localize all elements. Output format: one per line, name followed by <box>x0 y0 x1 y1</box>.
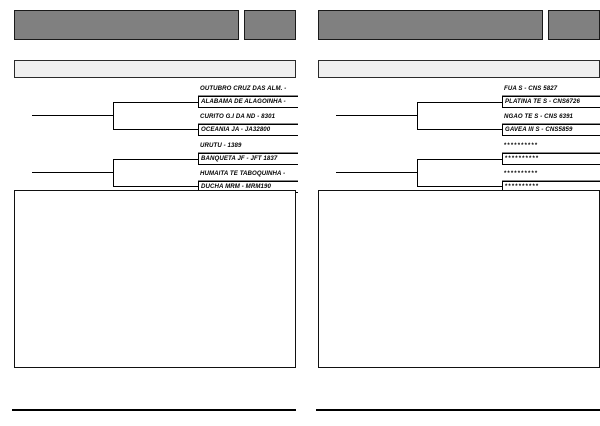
bracket-arm-top <box>417 102 503 104</box>
bracket-entry[interactable]: ********** <box>502 141 600 153</box>
bracket-group-2: ********** ********** ********** *******… <box>316 141 600 193</box>
bracket-entry[interactable]: HUMAITA TE TABOQUINHA - <box>198 169 298 181</box>
bracket-group-2: URUTU - 1389 BANQUETA JF - JFT 1837 HUMA… <box>12 141 298 193</box>
bracket-group-1: FUA S - CNS 5827 PLATINA TE S - CNS6726 … <box>316 84 600 136</box>
header-row <box>318 10 600 40</box>
bracket-entry[interactable]: URUTU - 1389 <box>198 141 298 153</box>
left-panel: OUTUBRO CRUZ DAS ALM. - ALABAMA DE ALAGO… <box>4 0 298 426</box>
bracket-entry[interactable]: NGAO TE S - CNS 6391 <box>502 112 600 124</box>
header-title-box <box>14 10 239 40</box>
header-title-box <box>318 10 543 40</box>
footer-rule <box>316 409 600 411</box>
header-side-box <box>548 10 600 40</box>
bracket-arm-bottom <box>417 129 503 131</box>
bracket-spine <box>417 102 419 130</box>
footer-rule <box>12 409 296 411</box>
bracket-entry[interactable]: ********** <box>502 169 600 181</box>
bracket-arm-bottom <box>113 186 199 188</box>
bracket-group-1: OUTUBRO CRUZ DAS ALM. - ALABAMA DE ALAGO… <box>12 84 298 136</box>
bracket-entry[interactable]: OUTUBRO CRUZ DAS ALM. - <box>198 84 298 96</box>
bracket-entry[interactable]: OCEANIA JA - JA32800 <box>198 124 298 136</box>
bracket-stem <box>336 115 418 117</box>
bracket-entry[interactable]: BANQUETA JF - JFT 1837 <box>198 153 298 165</box>
bracket-spine <box>113 102 115 130</box>
bracket-stem <box>32 172 114 174</box>
bracket-arm-top <box>417 159 503 161</box>
bracket-entry[interactable]: CURITO G.I DA ND - 8301 <box>198 112 298 124</box>
bracket-entry[interactable]: GAVEA III S - CNS5859 <box>502 124 600 136</box>
bracket-entry[interactable]: PLATINA TE S - CNS6726 <box>502 96 600 108</box>
header-row <box>14 10 296 40</box>
bracket-stem <box>336 172 418 174</box>
bracket-entry[interactable]: ********** <box>502 153 600 165</box>
content-box <box>318 190 600 368</box>
subheader-bar <box>14 60 296 78</box>
bracket-arm-bottom <box>113 129 199 131</box>
content-box <box>14 190 296 368</box>
bracket-arm-bottom <box>417 186 503 188</box>
right-panel: FUA S - CNS 5827 PLATINA TE S - CNS6726 … <box>308 0 600 426</box>
bracket-arm-top <box>113 102 199 104</box>
subheader-bar <box>318 60 600 78</box>
bracket-spine <box>113 159 115 187</box>
bracket-stem <box>32 115 114 117</box>
bracket-entry[interactable]: FUA S - CNS 5827 <box>502 84 600 96</box>
bracket-spine <box>417 159 419 187</box>
bracket-entry[interactable]: ALABAMA DE ALAGOINHA - <box>198 96 298 108</box>
bracket-arm-top <box>113 159 199 161</box>
header-side-box <box>244 10 296 40</box>
